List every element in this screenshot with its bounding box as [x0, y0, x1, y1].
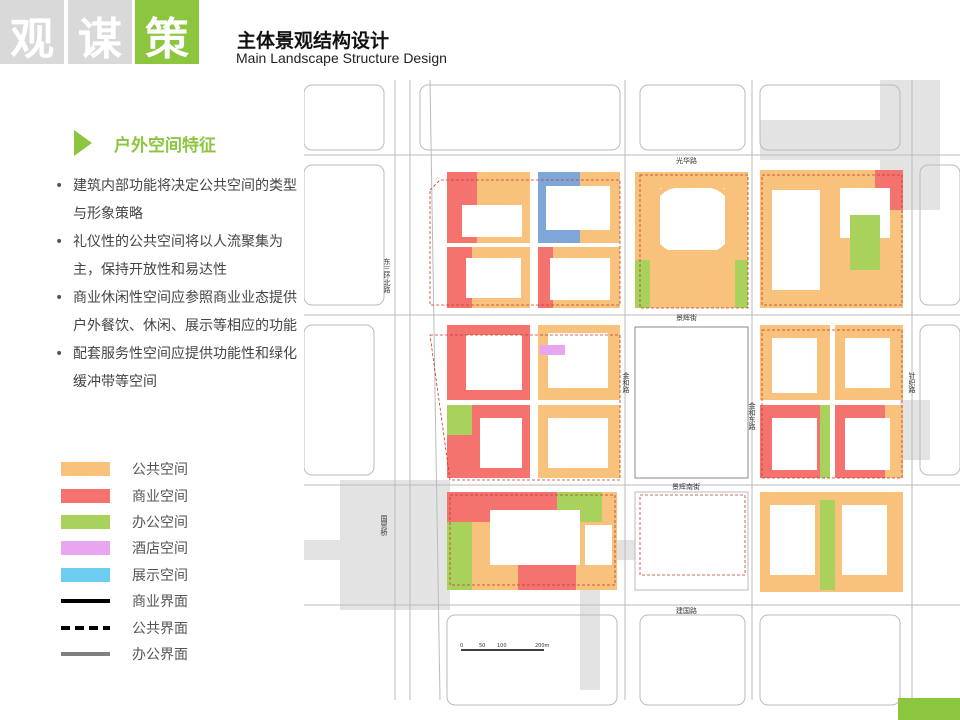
logo-char: 策 [135, 0, 199, 64]
land-use-area [585, 525, 612, 565]
legend-swatch [61, 567, 110, 582]
corner-accent [898, 698, 960, 720]
legend-label: 公共空间 [132, 462, 188, 479]
road-label: 金和路 [622, 371, 630, 394]
land-use-area [660, 188, 725, 250]
empty-block [634, 326, 749, 479]
page-subtitle: Main Landscape Structure Design [236, 50, 447, 66]
logo-char: 谋 [68, 0, 132, 64]
land-use-area [546, 186, 610, 230]
land-use-area [820, 500, 835, 590]
legend-swatch [61, 651, 110, 656]
legend-item: 公共空间 [61, 456, 188, 482]
legend-item: 酒店空间 [61, 535, 188, 561]
bullet-list: 建筑内部功能将决定公共空间的类型与形象策略 礼仪性的公共空间将以人流聚集为主，保… [55, 172, 305, 396]
legend-swatch [61, 514, 110, 529]
road-label: 光华路 [676, 156, 697, 165]
bullet-item: 商业休闲性空间应参照商业业态提供户外餐饮、休闲、展示等相应的功能 [55, 284, 305, 340]
legend-item: 商业空间 [61, 482, 188, 508]
land-use-area [772, 190, 820, 290]
road-label: 建国路 [676, 606, 697, 615]
legend: 公共空间商业空间办公空间酒店空间展示空间商业界面公共界面办公界面 [61, 456, 188, 667]
scale-label: 0 [460, 643, 463, 649]
road-label: 国贸桥 [380, 515, 388, 537]
underlay-gray [304, 80, 940, 690]
land-use-area [770, 505, 815, 575]
road-label: 景辉南街 [672, 482, 700, 491]
site-plan-map: 光华路 景辉街 景辉南街 建国路 东三环北路 国贸桥 金和路 金和东路 针织路 … [304, 80, 960, 706]
scale-label: 50 [479, 643, 485, 649]
road-label: 东三环北路 [383, 257, 391, 294]
land-use-area [548, 418, 608, 468]
land-use-area [490, 510, 580, 565]
land-use-area [462, 205, 522, 237]
legend-label: 展示空间 [132, 567, 188, 584]
land-use-area [820, 405, 830, 478]
stadium [647, 182, 738, 258]
triangle-icon [74, 130, 92, 156]
land-use-area [548, 333, 608, 388]
legend-swatch [61, 625, 110, 630]
road-label: 景辉街 [676, 313, 697, 322]
legend-item: 办公界面 [61, 641, 188, 667]
section-heading: 户外空间特征 [74, 130, 216, 156]
land-use-area [480, 418, 522, 468]
empty-block [634, 491, 749, 591]
scale-label: 100 [497, 643, 507, 649]
land-use-area [550, 258, 610, 300]
road-label: 金和东路 [748, 401, 756, 431]
land-use-area [466, 258, 521, 298]
legend-swatch [61, 599, 110, 604]
legend-swatch [61, 462, 110, 477]
legend-label: 酒店空间 [132, 541, 188, 558]
legend-label: 公共界面 [132, 620, 188, 637]
legend-label: 商业界面 [132, 594, 188, 611]
bullet-item: 配套服务性空间应提供功能性和绿化缓冲带等空间 [55, 340, 305, 396]
land-use-area [635, 260, 650, 308]
legend-swatch [61, 541, 110, 556]
public-boundary [429, 174, 903, 586]
legend-label: 商业空间 [132, 488, 188, 505]
land-use-area [845, 418, 890, 470]
scale-label: 200m [535, 643, 550, 649]
bullet-item: 建筑内部功能将决定公共空间的类型与形象策略 [55, 172, 305, 228]
legend-item: 办公空间 [61, 509, 188, 535]
land-use-area [772, 338, 817, 393]
legend-swatch [61, 488, 110, 503]
section-title: 户外空间特征 [114, 135, 216, 156]
page-title: 主体景观结构设计 [237, 30, 390, 52]
legend-item: 商业界面 [61, 588, 188, 614]
land-use-area [772, 418, 817, 470]
legend-item: 公共界面 [61, 614, 188, 640]
legend-label: 办公空间 [132, 514, 188, 531]
logo-char: 观 [0, 0, 64, 64]
land-use-area [447, 405, 472, 435]
land-use-area [842, 505, 887, 575]
land-use-area [845, 338, 890, 388]
land-use-area [540, 345, 565, 355]
road-outlines [304, 80, 960, 706]
land-use-blocks [447, 170, 903, 592]
road-labels: 光华路 景辉街 景辉南街 建国路 东三环北路 国贸桥 金和路 金和东路 针织路 [380, 156, 916, 615]
legend-label: 办公界面 [132, 646, 188, 663]
land-use-area [466, 335, 522, 390]
land-use-area [538, 247, 553, 308]
land-use-area [735, 260, 748, 308]
legend-item: 展示空间 [61, 562, 188, 588]
scale-bar: 0 50 100 200m [460, 643, 550, 651]
road-label: 针织路 [908, 371, 916, 394]
land-use-area [850, 215, 880, 270]
bullet-item: 礼仪性的公共空间将以人流聚集为主，保持开放性和易达性 [55, 228, 305, 284]
land-use-area [447, 522, 472, 590]
